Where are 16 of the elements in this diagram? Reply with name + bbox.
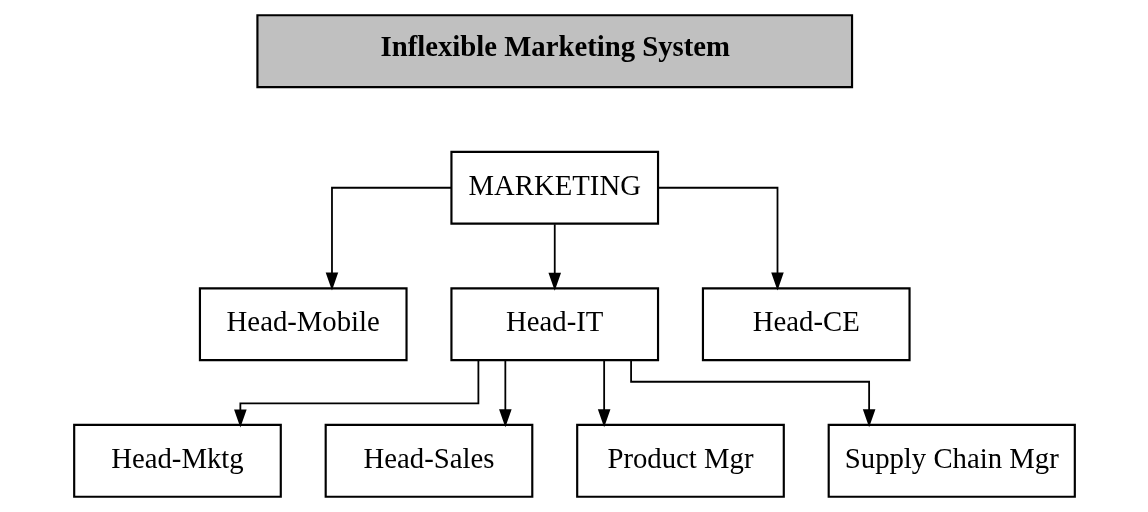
arrow (629, 359, 875, 428)
node-box: Head-CE (701, 287, 911, 362)
node-box: Supply Chain Mgr (827, 423, 1076, 498)
node-box: Head-Sales (324, 423, 533, 498)
arrow (498, 359, 512, 428)
node-box: Inflexible Marketing System (255, 14, 853, 89)
arrow (547, 223, 561, 291)
arrow (233, 359, 479, 428)
node-box: Head-IT (449, 287, 659, 362)
arrow (325, 186, 452, 291)
arrow (656, 186, 784, 291)
node-box: Product Mgr (575, 423, 785, 498)
node-box: Head-Mobile (198, 287, 408, 362)
node-box: MARKETING (449, 150, 659, 225)
node-box: Head-Mktg (72, 423, 282, 498)
arrow (597, 359, 610, 428)
